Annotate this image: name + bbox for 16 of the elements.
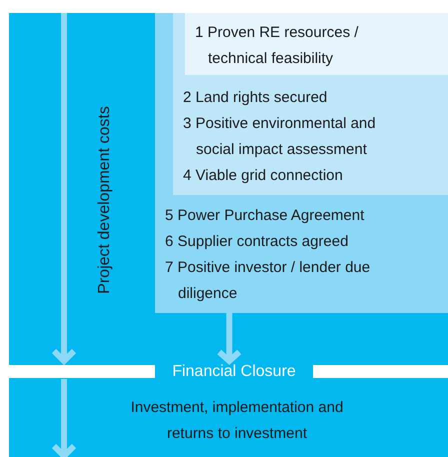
milestone-item: 3 Positive environmental and social impact assessment: [183, 114, 377, 160]
milestone-panel: [173, 13, 448, 195]
arrow: [216, 313, 242, 364]
milestone-item: 1 Proven RE resources / technical feasibility: [195, 23, 360, 69]
milestone-item: 2 Land rights secured: [183, 88, 328, 108]
stage-text: Investment, implementation and returns to investment: [130, 398, 344, 444]
milestone-item: 6 Supplier contracts agreed: [165, 232, 350, 252]
milestone-text: Financial Closure: [172, 362, 296, 382]
milestone-panel: [155, 13, 448, 313]
milestone-panel: [185, 13, 448, 75]
milestone-item: 5 Power Purchase Agreement: [165, 206, 366, 226]
milestone-item: 7 Positive investor / lender due diligence: [165, 258, 372, 304]
stage-panel: [9, 378, 448, 457]
stage-panel: [9, 13, 448, 365]
milestone-item: 4 Viable grid connection: [183, 166, 344, 186]
axis-text: Project development costs: [95, 106, 114, 294]
